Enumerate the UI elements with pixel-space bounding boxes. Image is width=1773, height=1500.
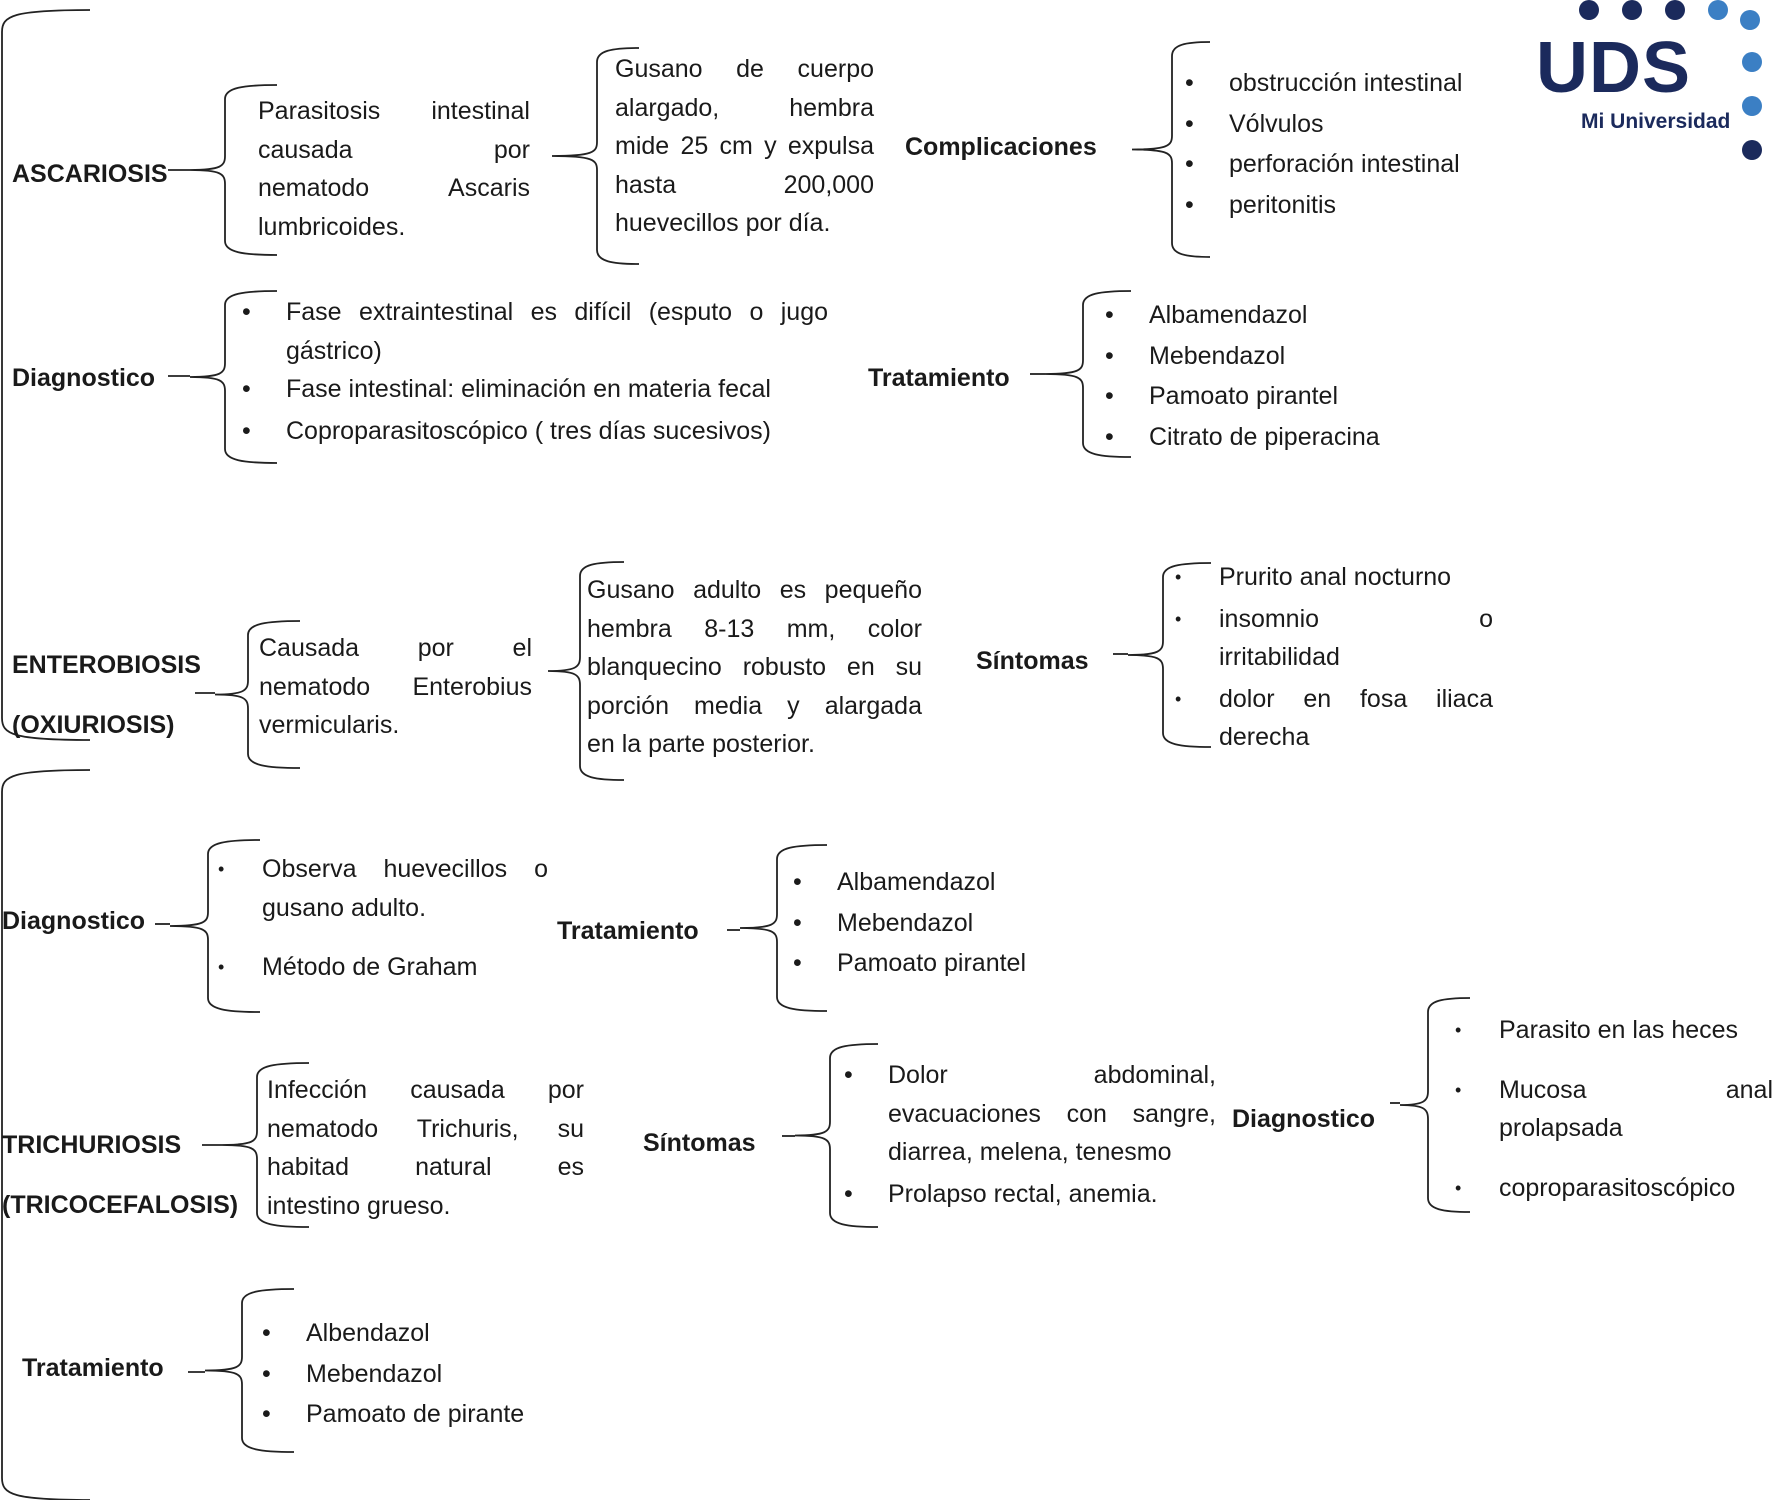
list-item: perforación intestinal bbox=[1181, 145, 1501, 184]
trichuriosis-treatment-list: Albendazol Mebendazol Pamoato de pirante bbox=[258, 1314, 578, 1434]
brace bbox=[169, 839, 261, 1013]
brace bbox=[1127, 562, 1212, 748]
list-item: Coproparasitoscópico ( tres días sucesiv… bbox=[238, 412, 828, 451]
list-item: Mebendazol bbox=[258, 1355, 578, 1394]
list-item: Pamoato de pirante bbox=[258, 1395, 578, 1434]
trichuriosis-diagnosis-list: Parasito en las heces Mucosa anal prolap… bbox=[1451, 1011, 1773, 1207]
trichuriosis-title-alt: (TRICOCEFALOSIS) bbox=[2, 1191, 239, 1219]
brace bbox=[794, 1043, 879, 1228]
ascariosis-diagnosis-list: Fase extraintestinal es difícil (esputo … bbox=[238, 293, 828, 450]
list-item: Pamoato pirantel bbox=[1101, 377, 1421, 416]
logo-dot bbox=[1622, 0, 1642, 20]
logo-wordmark: UDS bbox=[1536, 28, 1692, 108]
list-item: Albamendazol bbox=[1101, 296, 1421, 335]
logo-dot bbox=[1742, 52, 1762, 72]
enterobiosis-diagnosis-list: Observa huevecillos o gusano adulto. Mét… bbox=[214, 850, 548, 987]
enterobiosis-title: ENTEROBIOSIS bbox=[12, 651, 201, 679]
enterobiosis-title-alt: (OXIURIOSIS) bbox=[12, 711, 175, 739]
list-item: Pamoato pirantel bbox=[789, 944, 1109, 983]
list-item: Albamendazol bbox=[789, 863, 1109, 902]
list-item: Método de Graham bbox=[214, 948, 548, 987]
list-item: Vólvulos bbox=[1181, 105, 1501, 144]
enterobiosis-description: Gusano adulto es pequeño hembra 8-13 mm,… bbox=[587, 576, 922, 758]
logo-dot bbox=[1579, 0, 1599, 20]
trichuriosis-definition: Infección causada por nematodo Trichuris… bbox=[267, 1076, 584, 1220]
logo-dot bbox=[1742, 96, 1762, 116]
list-item: Parasito en las heces bbox=[1451, 1011, 1773, 1050]
brace bbox=[204, 1288, 295, 1453]
enterobiosis-treatment-list: Albamendazol Mebendazol Pamoato pirantel bbox=[789, 863, 1109, 983]
complications-heading: Complicaciones bbox=[905, 133, 1097, 161]
enterobiosis-treatment-heading: Tratamiento bbox=[557, 917, 699, 945]
brace bbox=[739, 844, 828, 1012]
ascariosis-diagnosis-heading: Diagnostico bbox=[12, 364, 156, 392]
logo-subtitle: Mi Universidad bbox=[1581, 110, 1731, 133]
trichuriosis-diagnosis-heading: Diagnostico bbox=[1232, 1105, 1376, 1133]
brace bbox=[1044, 290, 1132, 458]
list-item: Citrato de piperacina bbox=[1101, 418, 1421, 457]
list-item: peritonitis bbox=[1181, 186, 1501, 225]
list-item: Observa huevecillos o gusano adulto. bbox=[214, 850, 548, 927]
brace bbox=[551, 47, 640, 265]
trichuriosis-title: TRICHURIOSIS bbox=[2, 1131, 182, 1159]
logo-dot bbox=[1708, 0, 1728, 20]
brace bbox=[547, 561, 625, 781]
uds-logo bbox=[1528, 0, 1773, 170]
trichuriosis-treatment-heading: Tratamiento bbox=[22, 1354, 164, 1382]
ascariosis-treatment-heading: Tratamiento bbox=[868, 364, 1010, 392]
list-item: Albendazol bbox=[258, 1314, 578, 1353]
list-item: dolor en fosa iliaca derecha bbox=[1171, 680, 1493, 757]
list-item: Mucosa anal prolapsada bbox=[1451, 1071, 1773, 1148]
ascariosis-description: Gusano de cuerpo alargado, hembra mide 2… bbox=[615, 55, 874, 237]
enterobiosis-definition: Causada por el nematodo Enterobius vermi… bbox=[259, 634, 532, 739]
list-item: Dolor abdominal, evacuaciones con sangre… bbox=[840, 1056, 1216, 1172]
ascariosis-treatment-list: Albamendazol Mebendazol Pamoato pirantel… bbox=[1101, 296, 1421, 456]
enterobiosis-symptoms-list: Prurito anal nocturno insomnio o irritab… bbox=[1171, 558, 1493, 757]
brace bbox=[1399, 997, 1471, 1213]
list-item: Fase extraintestinal es difícil (esputo … bbox=[238, 293, 828, 370]
list-item: Fase intestinal: eliminación en materia … bbox=[238, 370, 828, 409]
brace bbox=[214, 620, 301, 769]
outer-bracket-top bbox=[1, 9, 91, 741]
brace bbox=[1131, 41, 1211, 258]
enterobiosis-symptoms-heading: Síntomas bbox=[976, 647, 1089, 675]
list-item: coproparasitoscópico bbox=[1451, 1169, 1773, 1208]
complications-list: obstrucción intestinal Vólvulos perforac… bbox=[1181, 64, 1501, 224]
outer-bracket-bottom bbox=[1, 769, 91, 1500]
list-item: Mebendazol bbox=[789, 904, 1109, 943]
list-item: insomnio o irritabilidad bbox=[1171, 600, 1493, 677]
list-item: obstrucción intestinal bbox=[1181, 64, 1501, 103]
trichuriosis-symptoms-heading: Síntomas bbox=[643, 1129, 756, 1157]
brace bbox=[221, 1062, 310, 1228]
ascariosis-title: ASCARIOSIS bbox=[12, 160, 168, 188]
list-item: Prurito anal nocturno bbox=[1171, 558, 1493, 597]
trichuriosis-symptoms-list: Dolor abdominal, evacuaciones con sangre… bbox=[840, 1056, 1216, 1213]
enterobiosis-diagnosis-heading: Diagnostico bbox=[2, 907, 146, 935]
brace bbox=[189, 84, 278, 256]
logo-dot bbox=[1742, 140, 1762, 160]
logo-dot bbox=[1740, 10, 1760, 30]
ascariosis-definition: Parasitosis intestinal causada por nemat… bbox=[258, 97, 530, 241]
logo-dot bbox=[1665, 0, 1685, 20]
list-item: Mebendazol bbox=[1101, 337, 1421, 376]
brace bbox=[189, 290, 278, 464]
list-item: Prolapso rectal, anemia. bbox=[840, 1175, 1216, 1214]
